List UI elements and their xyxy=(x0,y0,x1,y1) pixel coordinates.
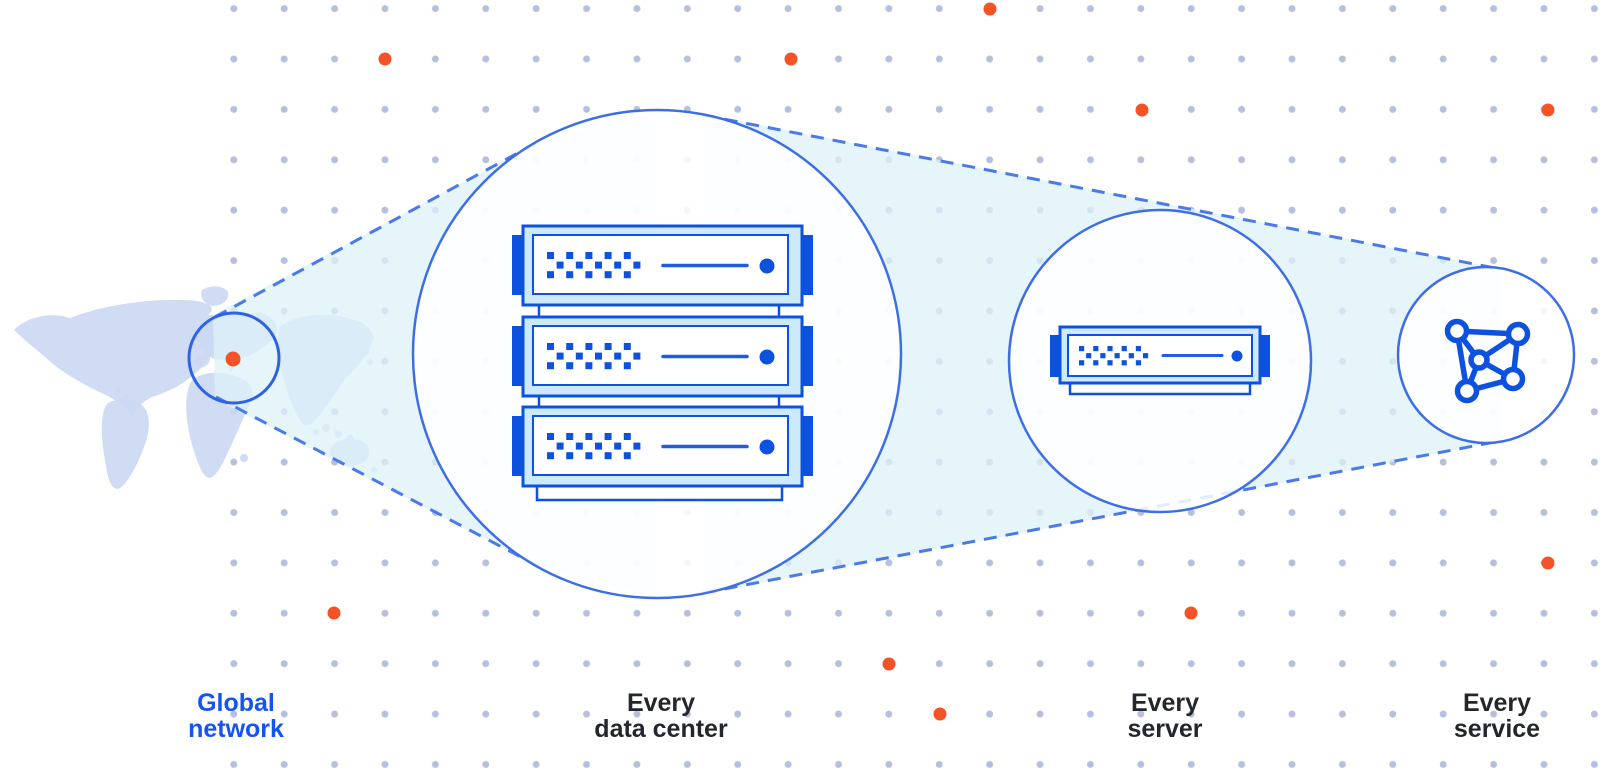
dashed-line xyxy=(215,395,541,569)
accent-dot xyxy=(1184,606,1198,620)
server-led xyxy=(759,349,775,365)
accent-dot xyxy=(784,52,798,66)
dashed-line xyxy=(702,439,1501,595)
accent-dot xyxy=(1541,556,1555,570)
server-icon xyxy=(1050,325,1270,396)
label-line: Every xyxy=(626,689,696,717)
label-line: server xyxy=(1127,715,1203,743)
server-panel xyxy=(532,415,789,476)
dashed-line xyxy=(702,113,1501,271)
island xyxy=(115,389,121,395)
accent-dot xyxy=(882,657,896,671)
label-every-data-center: Every data center xyxy=(511,690,811,742)
accent-dot xyxy=(1541,103,1555,117)
continent-north-america xyxy=(14,299,248,418)
label-line: service xyxy=(1453,715,1541,743)
label-every-service: Every service xyxy=(1347,690,1620,742)
mesh-node xyxy=(1444,318,1470,344)
label-every-server: Every server xyxy=(1015,690,1315,742)
accent-dot xyxy=(327,606,341,620)
server-tab-left xyxy=(512,416,524,476)
accent-dot xyxy=(378,52,392,66)
zoom-dashed-lines xyxy=(214,113,1501,595)
region-iberia xyxy=(194,354,210,368)
server-rack-icon xyxy=(512,224,813,502)
mesh-node-center xyxy=(1468,349,1490,371)
server-panel xyxy=(532,234,789,295)
accent-dot xyxy=(933,707,947,721)
server-tab-left xyxy=(512,326,524,386)
accent-dot xyxy=(983,2,997,16)
accent-dot xyxy=(1135,103,1149,117)
server-panel xyxy=(532,325,789,386)
server-unit xyxy=(512,315,813,398)
server-led xyxy=(1231,350,1243,362)
label-line: Global xyxy=(197,689,275,717)
continent-greenland xyxy=(201,286,229,306)
label-line: data center xyxy=(594,715,728,743)
server-tab-left xyxy=(512,235,524,295)
server-led xyxy=(759,258,775,274)
server-tab-right xyxy=(801,416,813,476)
server-panel xyxy=(1067,334,1253,377)
server-unit xyxy=(512,405,813,488)
label-line: Every xyxy=(1130,689,1200,717)
dashed-line xyxy=(214,139,541,319)
server-unit xyxy=(512,224,813,307)
mesh-node xyxy=(1454,378,1480,404)
location-marker-dot xyxy=(225,351,241,367)
server-led xyxy=(759,439,775,455)
continent-south-america xyxy=(101,399,149,489)
island-madagascar xyxy=(240,454,248,462)
label-global-network: Global network xyxy=(86,690,386,742)
network-mesh-icon xyxy=(1444,318,1531,404)
server-tab-right xyxy=(801,326,813,386)
mesh-node xyxy=(1500,366,1526,392)
label-line: network xyxy=(188,715,284,743)
label-line: Every xyxy=(1462,689,1532,717)
map-highlight-circle xyxy=(187,311,281,405)
mesh-node xyxy=(1505,321,1531,347)
server-tab-right xyxy=(801,235,813,295)
island xyxy=(123,393,129,399)
